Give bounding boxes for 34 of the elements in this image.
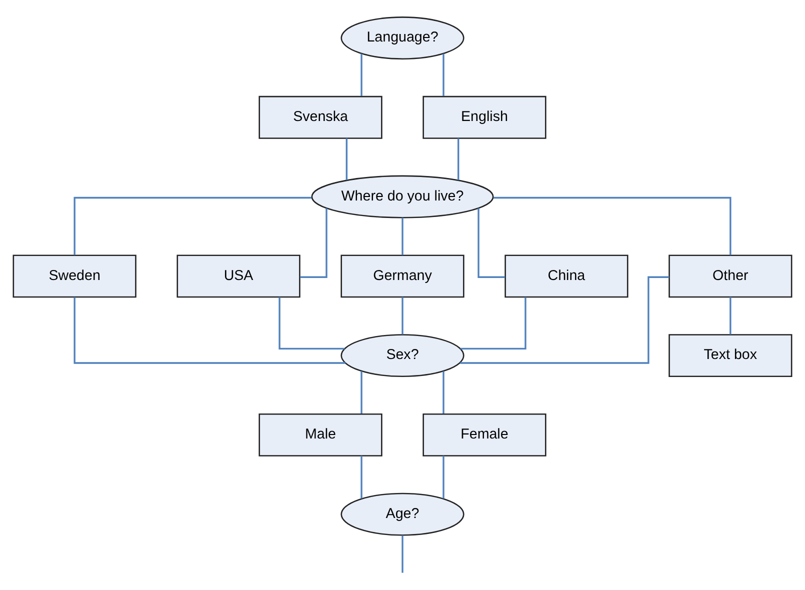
connector [74,296,346,364]
connector [442,370,444,414]
connector [300,208,328,278]
node-box: Germany [340,254,464,298]
connector [458,138,460,180]
node-box: USA [176,254,300,298]
connector [478,208,505,278]
connector [460,296,526,350]
connector [346,138,348,180]
node-box: Sweden [12,254,136,298]
connector [74,196,312,255]
node-box: China [504,254,628,298]
node-box: Text box [668,334,792,376]
connector [442,53,444,96]
node-box: Male [258,412,382,456]
node-ellipse: Language? [340,16,464,59]
node-box: Svenska [258,95,382,138]
connector [493,196,732,255]
connector [402,296,404,334]
node-box: Other [668,254,792,298]
connector [442,455,444,498]
connector [360,455,362,498]
node-ellipse: Where do you live? [311,174,494,218]
node-ellipse: Sex? [340,334,464,376]
connector [730,296,732,334]
connector [402,217,404,255]
connector [460,276,670,364]
connector [278,296,345,350]
node-box: Female [422,412,546,456]
connector [360,370,362,414]
node-box: English [422,95,546,138]
connector [360,53,362,96]
node-ellipse: Age? [340,492,464,536]
connector [402,534,404,572]
